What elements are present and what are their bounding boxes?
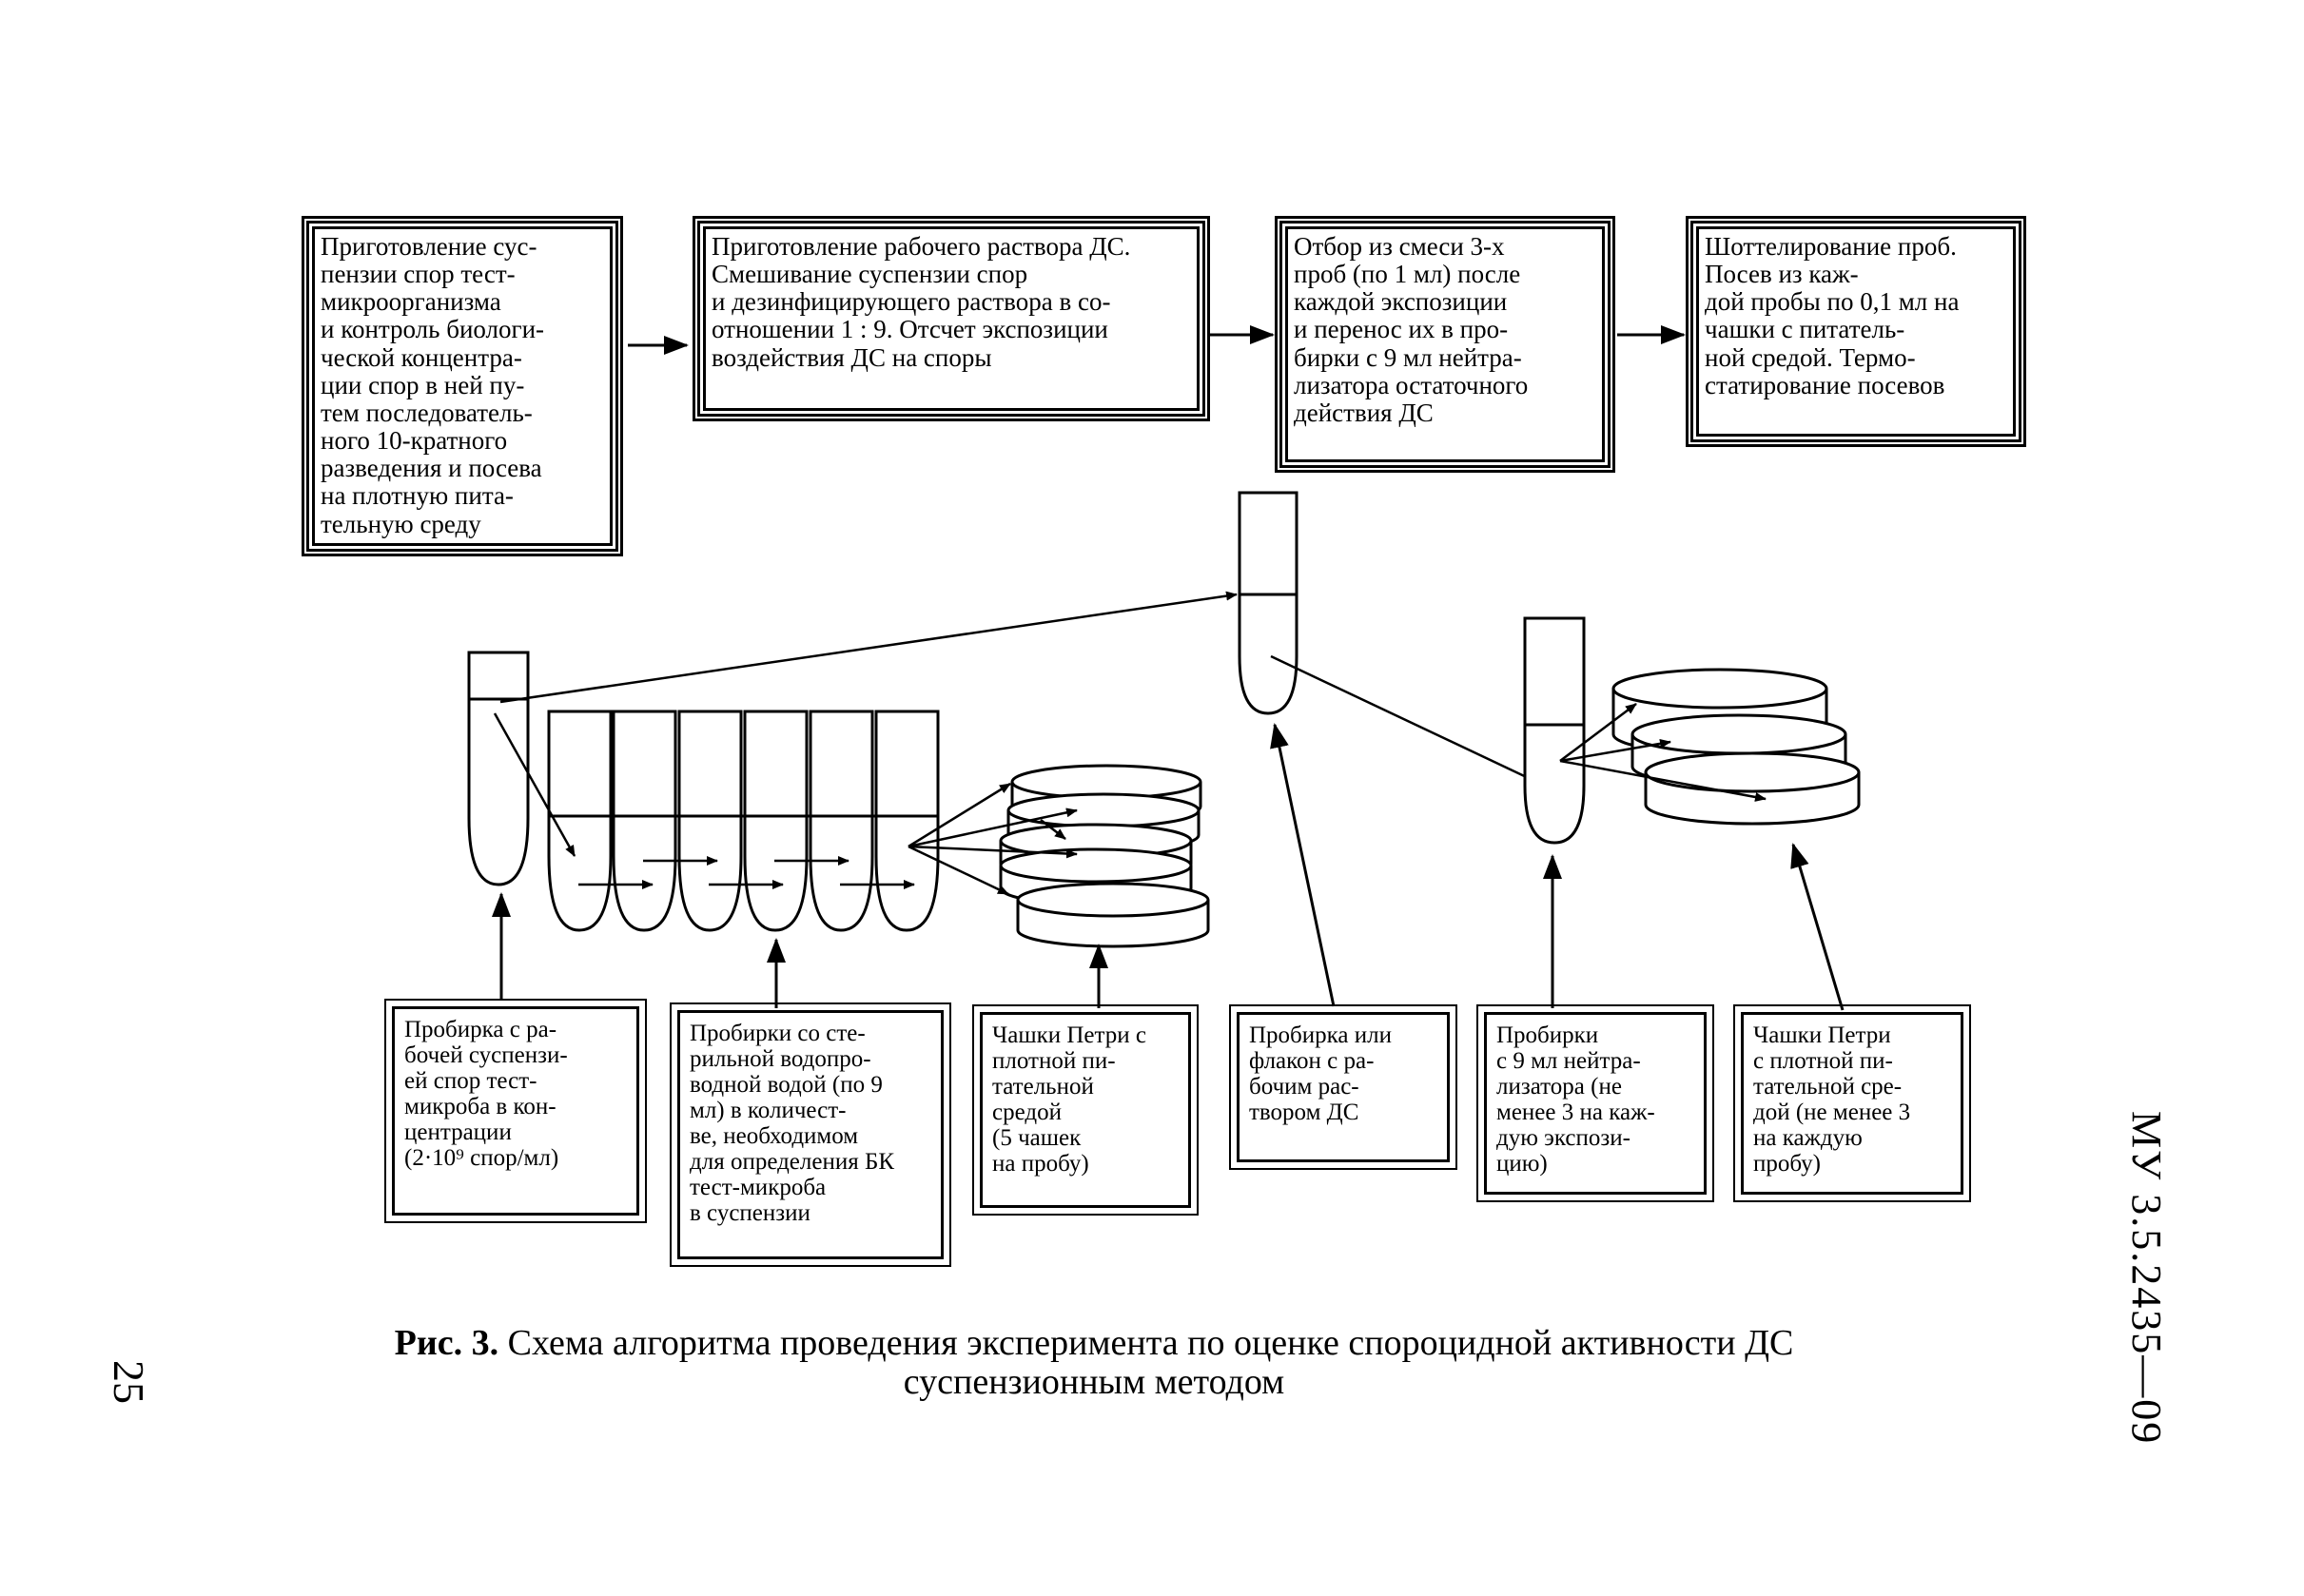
suspension-tube <box>467 651 530 886</box>
petri-stack-left <box>999 764 1210 948</box>
step-text-2: Приготовление рабочего раствора ДС. Смеш… <box>712 232 1131 372</box>
label-text-petri-right: Чашки Петри с плотной пи- тательной сре-… <box>1753 1022 1911 1177</box>
label-text-suspension-tube: Пробирка с ра- бочей суспензи- ей спор т… <box>404 1017 568 1171</box>
label-box-dilution-tubes: Пробирки со сте- рильной водопро- водной… <box>670 1002 951 1267</box>
label-box-neutralizer: Пробирки с 9 мл нейтра- лизатора (не мен… <box>1476 1004 1714 1202</box>
caption-text: Схема алгоритма проведения эксперимента … <box>498 1323 1794 1403</box>
step-text-3: Отбор из смеси 3-х проб (по 1 мл) после … <box>1294 232 1529 427</box>
petri-stack-right <box>1611 668 1861 826</box>
document-id: МУ 3.5.2435—09 <box>2123 1111 2170 1446</box>
caption-prefix: Рис. 3. <box>394 1323 499 1363</box>
label-text-petri-left: Чашки Петри с плотной пи- тательной сред… <box>992 1022 1146 1177</box>
label-box-petri-right: Чашки Петри с плотной пи- тательной сре-… <box>1733 1004 1971 1202</box>
label-box-petri-left: Чашки Петри с плотной пи- тательной сред… <box>972 1004 1199 1216</box>
label-box-ds-tube: Пробирка или флакон с ра- бочим рас- тво… <box>1229 1004 1457 1170</box>
neutralizer-tube <box>1523 616 1586 845</box>
top-flow-arrows <box>628 325 1686 355</box>
arrow-to-ds-tube <box>499 591 1238 704</box>
label-text-neutralizer: Пробирки с 9 мл нейтра- лизатора (не мен… <box>1496 1022 1655 1177</box>
dilution-tubes <box>547 710 940 932</box>
label-text-ds-tube: Пробирка или флакон с ра- бочим рас- тво… <box>1249 1022 1392 1125</box>
figure-caption: Рис. 3. Схема алгоритма проведения экспе… <box>285 1323 1903 1403</box>
step-box-4: Шоттелирование проб. Посев из каж- дой п… <box>1686 216 2026 447</box>
step-text-1: Приготовление сус- пензии спор тест- мик… <box>321 232 545 538</box>
label-text-dilution-tubes: Пробирки со сте- рильной водопро- водной… <box>690 1021 895 1226</box>
step-box-2: Приготовление рабочего раствора ДС. Смеш… <box>693 216 1210 421</box>
petri-right-arrows <box>1559 703 1767 802</box>
dilution-arrows <box>493 712 915 889</box>
ds-tube <box>1238 491 1298 715</box>
step-text-4: Шоттелирование проб. Посев из каж- дой п… <box>1705 232 1960 399</box>
petri-left-arrows <box>908 782 1078 896</box>
arrow-ds-to-neutralizer <box>1270 654 1553 791</box>
label-pointer-arrows <box>492 723 1845 1011</box>
step-box-1: Приготовление сус- пензии спор тест- мик… <box>302 216 623 556</box>
step-box-3: Отбор из смеси 3-х проб (по 1 мл) после … <box>1275 216 1615 473</box>
page-number: 25 <box>105 1360 153 1404</box>
label-box-suspension-tube: Пробирка с ра- бочей суспензи- ей спор т… <box>384 999 647 1223</box>
